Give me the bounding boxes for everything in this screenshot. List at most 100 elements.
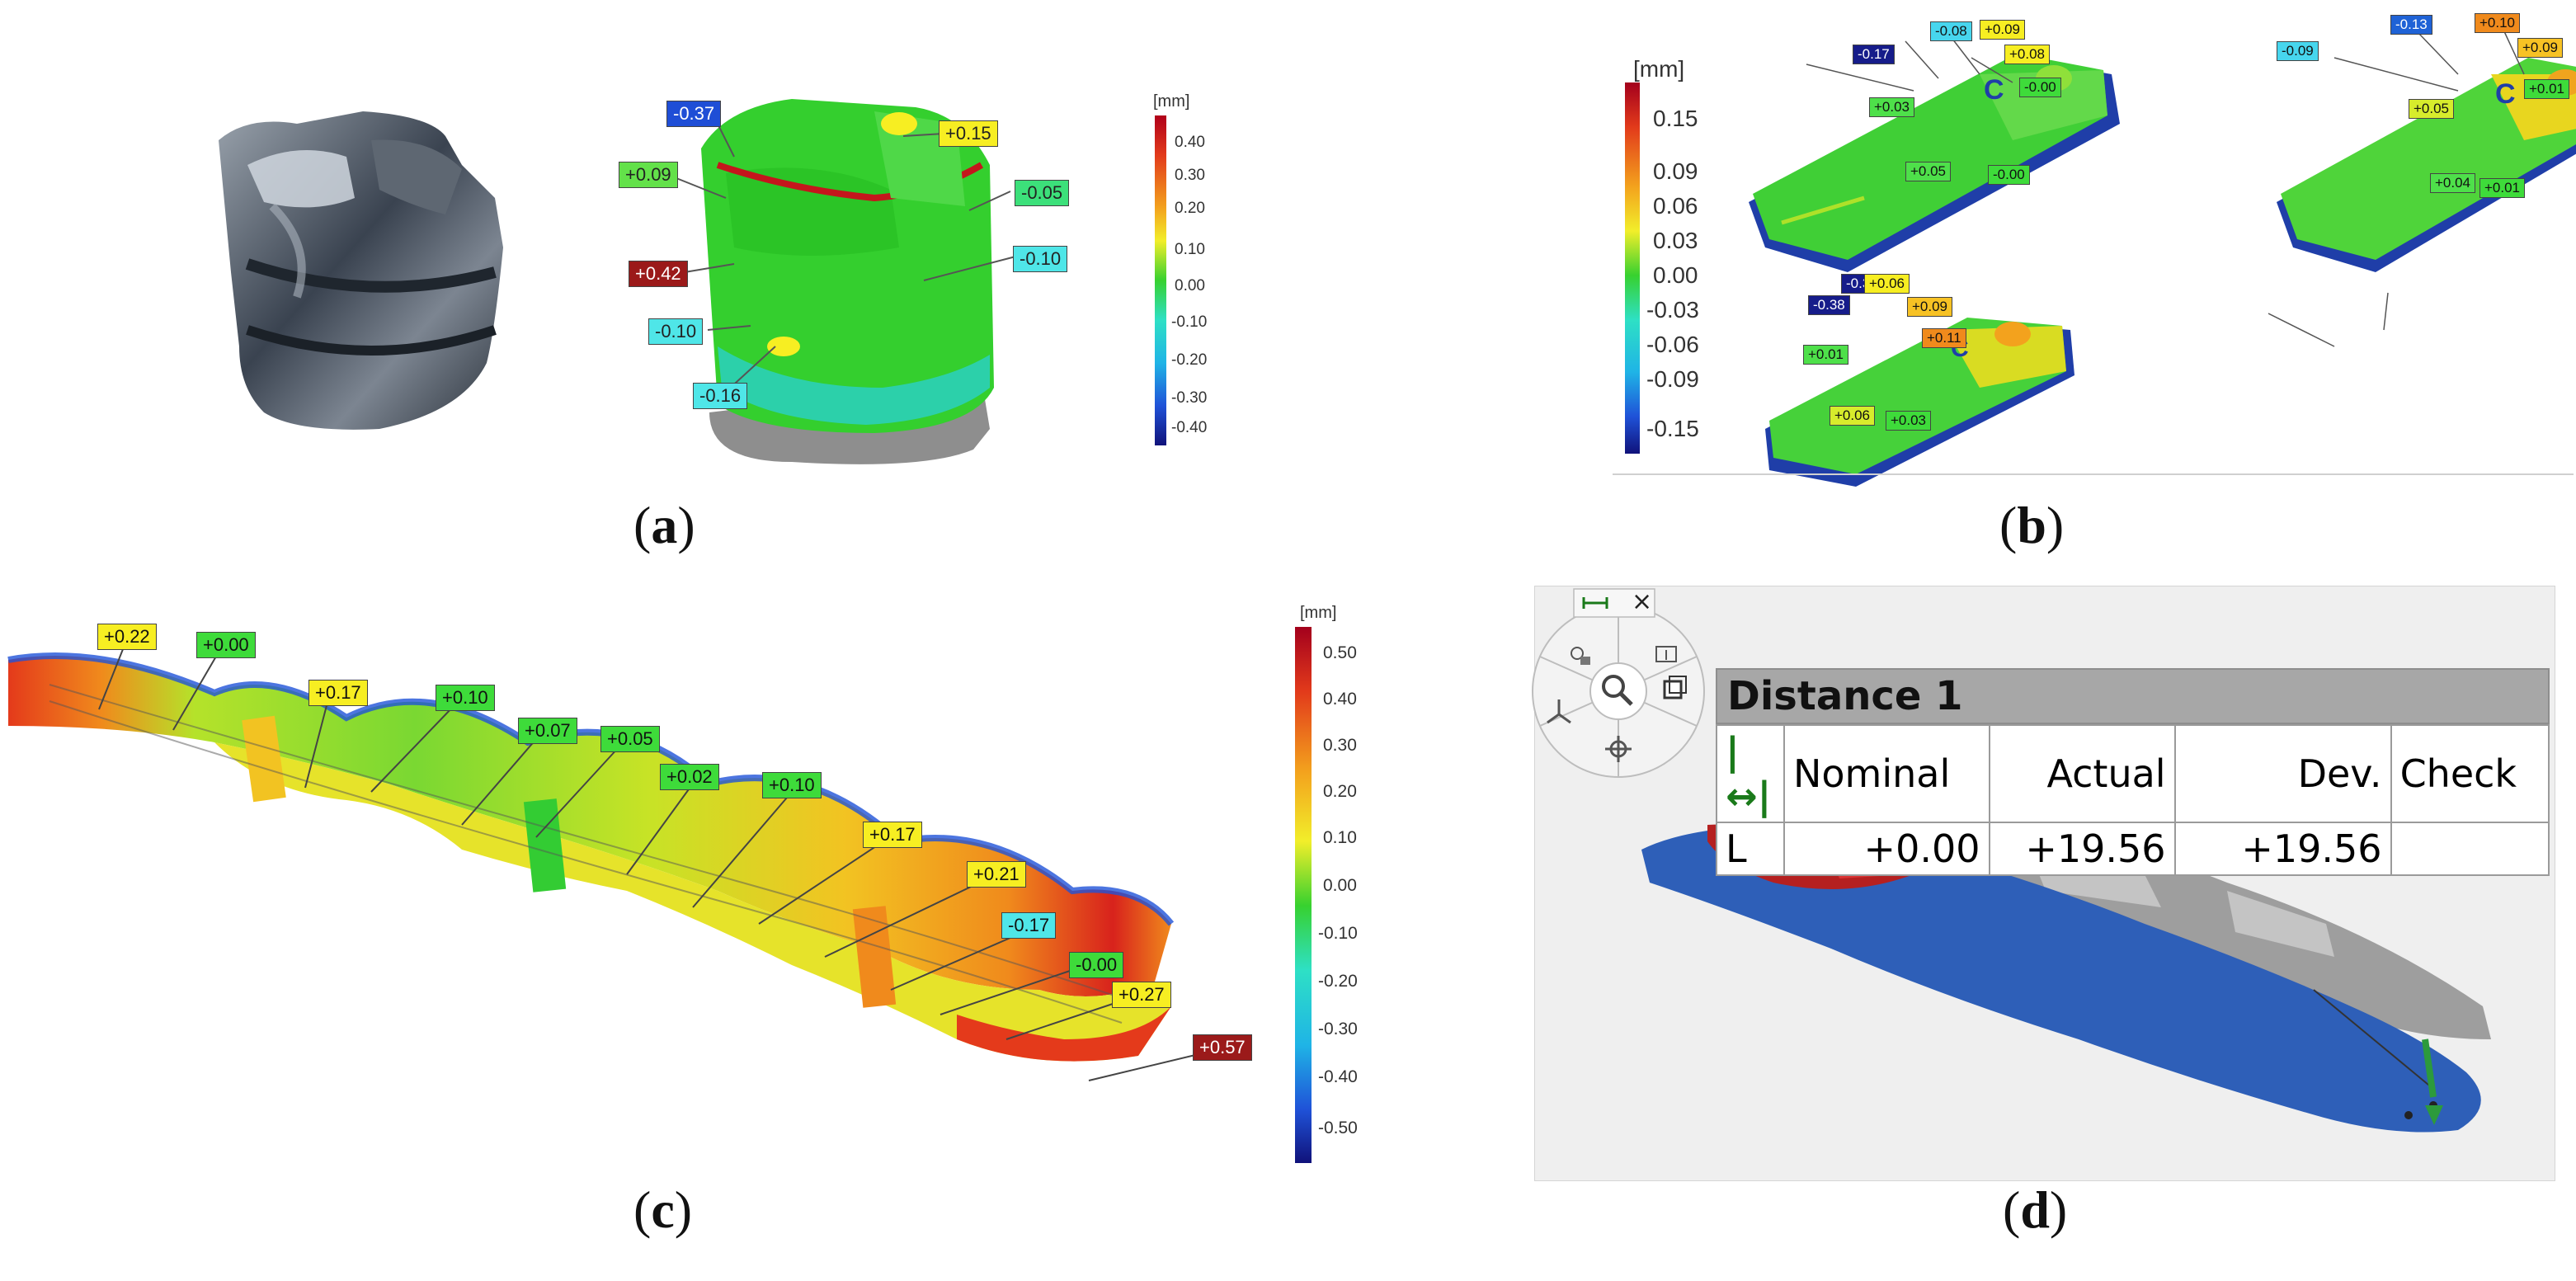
deviation-label: +0.01 xyxy=(2524,79,2570,99)
distance-arrow xyxy=(2313,989,2443,1125)
scale-tick: -0.10 xyxy=(1171,313,1208,331)
distance-tool-icon[interactable] xyxy=(1582,597,1608,609)
scale-tick: -0.40 xyxy=(1318,1067,1358,1086)
deviation-label: -0.13 xyxy=(2390,15,2432,35)
caption-d: (d) xyxy=(2003,1180,2068,1239)
actual-value: +19.56 xyxy=(1988,822,2176,876)
text-tool-icon[interactable] xyxy=(1655,646,1677,662)
panel-b-scale-unit: [mm] xyxy=(1633,56,1685,82)
caption-b: (b) xyxy=(1999,496,2065,554)
table-row: L +0.00 +19.56 +19.56 xyxy=(1716,822,2550,876)
deviation-label: -0.05 xyxy=(1015,180,1070,206)
measurement-panel: Distance 1 |↔| Nominal Actual Dev. Check… xyxy=(1716,668,2550,876)
scale-tick: 0.00 xyxy=(1323,876,1357,895)
scale-tick: 0.40 xyxy=(1175,134,1205,151)
deviation-label: +0.03 xyxy=(1869,97,1915,117)
deviation-label: +0.17 xyxy=(863,822,922,848)
scale-tick: -0.03 xyxy=(1646,297,1699,323)
scale-tick: -0.20 xyxy=(1171,351,1208,369)
scale-tick: -0.50 xyxy=(1318,1119,1358,1137)
deviation-label: +0.57 xyxy=(1193,1034,1252,1061)
deviation-label: +0.08 xyxy=(2004,45,2051,64)
piston-deviation-model xyxy=(701,99,994,464)
scale-tick: 0.40 xyxy=(1323,690,1357,709)
scale-tick: 0.10 xyxy=(1175,241,1205,258)
scale-tick: -0.10 xyxy=(1318,924,1358,943)
deviation-label: +0.05 xyxy=(600,726,660,752)
panel-c-leaders xyxy=(98,636,1213,1081)
panel-d: × Distance 1 |↔| Nominal Actual Dev. Che… xyxy=(1402,577,2576,1281)
deviation-label: -0.37 xyxy=(666,101,722,127)
deviation-label: +0.06 xyxy=(1864,274,1910,294)
magnifier-icon[interactable] xyxy=(1602,675,1633,706)
cube-view-icon[interactable] xyxy=(1663,676,1687,699)
scale-tick: -0.30 xyxy=(1171,389,1208,407)
col-header: Actual xyxy=(1988,724,2176,823)
col-header: Dev. xyxy=(2173,724,2392,823)
deviation-label: -0.08 xyxy=(1930,21,1972,41)
scale-tick: -0.15 xyxy=(1646,416,1699,441)
deviation-label: +0.10 xyxy=(762,772,822,798)
deviation-label: -0.00 xyxy=(2019,78,2061,97)
move-icon[interactable] xyxy=(1605,736,1632,762)
panel-c: +0.22 +0.00 +0.17 +0.10 +0.07 +0.05 +0.0… xyxy=(0,577,1402,1281)
deviation-label: +0.10 xyxy=(436,685,495,711)
deviation-label: -0.00 xyxy=(1988,165,2030,185)
row-label: L xyxy=(1716,822,1785,876)
caption-a: (a) xyxy=(633,496,695,554)
close-icon[interactable]: × xyxy=(1632,587,1653,616)
forging-part-model xyxy=(7,652,1175,1062)
select-tool-icon[interactable] xyxy=(1571,647,1590,665)
svg-text:C: C xyxy=(2495,78,2516,110)
deviation-label: +0.04 xyxy=(2430,173,2476,193)
panel-b: C C C xyxy=(1287,0,2576,577)
deviation-label: +0.09 xyxy=(2517,38,2564,58)
scale-tick: 0.03 xyxy=(1653,228,1698,253)
panel-c-drawing xyxy=(7,627,1312,1163)
deviation-label: +0.27 xyxy=(1112,982,1171,1008)
panel-a-color-scale xyxy=(1155,115,1166,445)
scale-tick: -0.30 xyxy=(1318,1020,1358,1038)
scale-tick: -0.09 xyxy=(1646,366,1699,392)
panel-a-drawing xyxy=(219,99,1166,464)
deviation-label: +0.17 xyxy=(308,680,368,706)
deviation-label: +0.10 xyxy=(2475,13,2521,33)
scale-tick: 0.20 xyxy=(1323,782,1357,801)
scale-tick: 0.50 xyxy=(1323,643,1357,662)
view-axes-icon[interactable] xyxy=(1547,699,1571,724)
col-header: Nominal xyxy=(1783,724,1990,823)
table-header-row: |↔| Nominal Actual Dev. Check xyxy=(1716,724,2550,823)
deviation-label: +0.21 xyxy=(967,861,1026,888)
nominal-value: +0.00 xyxy=(1783,822,1990,876)
panel-c-color-scale xyxy=(1295,627,1312,1163)
deviation-label: +0.01 xyxy=(1803,345,1849,365)
deviation-label: +0.09 xyxy=(1980,20,2026,40)
deviation-value: +19.56 xyxy=(2173,822,2392,876)
deviation-label: +0.09 xyxy=(1907,297,1953,317)
panel-b-leaders xyxy=(1806,29,2525,347)
deviation-label: +0.00 xyxy=(196,632,256,658)
measurement-title: Distance 1 xyxy=(1716,668,2550,724)
deviation-label: +0.01 xyxy=(2479,178,2526,198)
deviation-label: -0.16 xyxy=(693,383,748,409)
scale-tick: 0.20 xyxy=(1175,200,1205,217)
distance-symbol-icon: |↔| xyxy=(1716,724,1785,823)
deviation-label: +0.22 xyxy=(97,624,157,650)
scale-tick: 0.00 xyxy=(1175,277,1205,294)
sample-part: C xyxy=(1765,318,2074,487)
scale-tick: 0.30 xyxy=(1323,736,1357,755)
scale-tick: -0.06 xyxy=(1646,332,1699,357)
scale-tick: 0.06 xyxy=(1653,193,1698,219)
deviation-label: +0.05 xyxy=(1905,162,1952,181)
scale-tick: 0.15 xyxy=(1653,106,1698,131)
caption-c: (c) xyxy=(633,1180,693,1239)
deviation-label: +0.06 xyxy=(1830,406,1876,426)
deviation-label: -0.17 xyxy=(1853,45,1895,64)
deviation-label: -0.09 xyxy=(2277,41,2319,61)
deviation-label: +0.07 xyxy=(518,718,577,744)
deviation-label: +0.42 xyxy=(629,261,688,287)
deviation-label: -0.17 xyxy=(1001,912,1057,939)
deviation-label: -0.10 xyxy=(1013,246,1068,272)
scale-tick: 0.10 xyxy=(1323,828,1357,847)
deviation-label: +0.03 xyxy=(1886,411,1932,431)
